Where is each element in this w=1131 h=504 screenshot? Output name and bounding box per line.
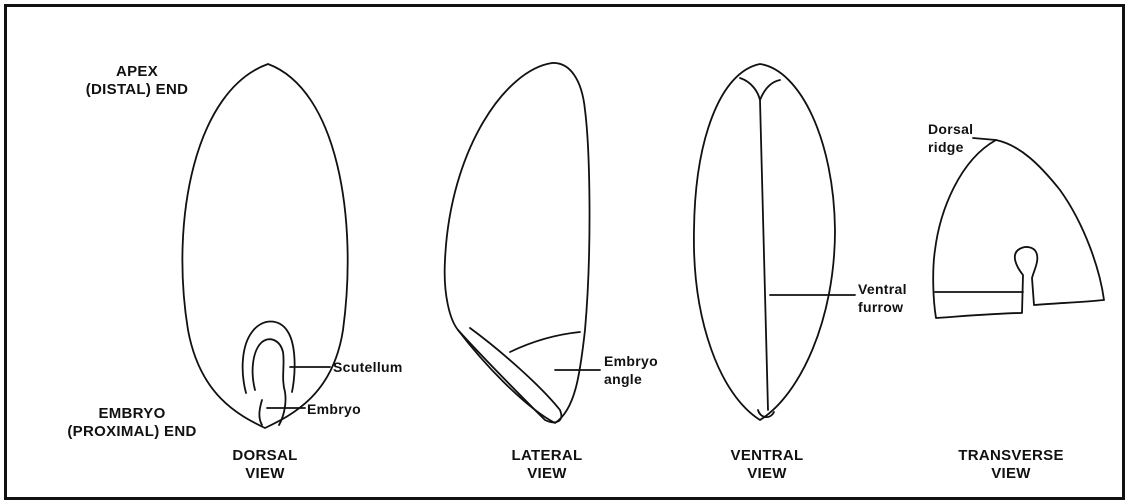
- lateral-grain-outline: [445, 63, 590, 423]
- dorsal-view-label: DORSAL VIEW: [210, 447, 320, 483]
- dorsal-ridge-callout-line1: Dorsal: [928, 120, 973, 138]
- ventral-furrow-callout: Ventral furrow: [858, 280, 907, 316]
- transverse-view-label-line2: VIEW: [946, 465, 1076, 483]
- dorsal-ridge-callout-line2: ridge: [928, 138, 973, 156]
- transverse-view-label-line1: TRANSVERSE: [946, 447, 1076, 465]
- embryo-end-label-line2: (PROXIMAL) END: [62, 423, 202, 441]
- ventral-furrow-line: [740, 78, 780, 410]
- scutellum-callout: Scutellum: [333, 358, 403, 376]
- dorsal-ridge-callout: Dorsal ridge: [928, 120, 973, 156]
- lateral-view-label-line2: VIEW: [492, 465, 602, 483]
- dorsal-view-label-line2: VIEW: [210, 465, 320, 483]
- embryo-angle-callout-line1: Embryo: [604, 352, 658, 370]
- dorsal-view-label-line1: DORSAL: [210, 447, 320, 465]
- ventral-furrow-callout-line1: Ventral: [858, 280, 907, 298]
- apex-label-line2: (DISTAL) END: [82, 81, 192, 99]
- embryo-angle-callout-line2: angle: [604, 370, 658, 388]
- embryo-angle-region: [458, 328, 561, 422]
- embryo-outline: [253, 339, 286, 425]
- ventral-view-label-line1: VENTRAL: [712, 447, 822, 465]
- lateral-view-label: LATERAL VIEW: [492, 447, 602, 483]
- ventral-view-label-line2: VIEW: [712, 465, 822, 483]
- apex-label-line1: APEX: [82, 63, 192, 81]
- embryo-angle-callout: Embryo angle: [604, 352, 658, 388]
- embryo-end-label-line1: EMBRYO: [62, 405, 202, 423]
- ventral-furrow-callout-line2: furrow: [858, 298, 907, 316]
- scutellum-outline: [243, 322, 295, 394]
- apex-label: APEX (DISTAL) END: [82, 63, 192, 99]
- lateral-view-label-line1: LATERAL: [492, 447, 602, 465]
- ventral-view-label: VENTRAL VIEW: [712, 447, 822, 483]
- dorsal-grain-outline: [182, 64, 347, 428]
- embryo-end-label: EMBRYO (PROXIMAL) END: [62, 405, 202, 441]
- embryo-callout: Embryo: [307, 400, 361, 418]
- transverse-view-label: TRANSVERSE VIEW: [946, 447, 1076, 483]
